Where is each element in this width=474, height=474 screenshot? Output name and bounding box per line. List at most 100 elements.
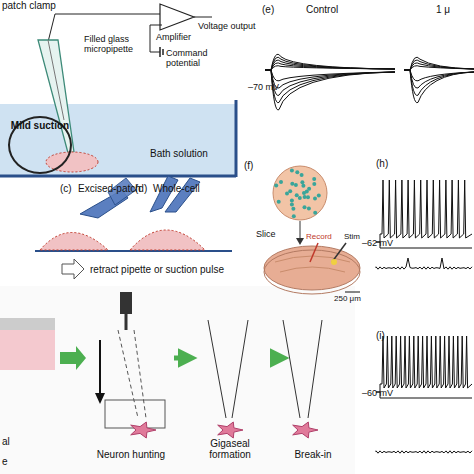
green-arrow — [60, 346, 86, 370]
zoom-circle: Mild suction — [8, 116, 72, 174]
cell-dot — [303, 195, 307, 199]
stage-label: Gigaseal formation — [190, 438, 270, 460]
wire — [194, 17, 212, 18]
zoom-box — [105, 400, 165, 428]
battery-symbol — [162, 49, 164, 55]
figure-label: (i) — [376, 330, 396, 341]
current-trace — [265, 70, 395, 110]
cell — [130, 230, 205, 250]
cell-dot — [300, 173, 304, 177]
figure-label: e — [2, 456, 32, 467]
hollow-arrow — [62, 259, 84, 279]
figure-label: (e) — [262, 4, 282, 15]
current-trace — [404, 57, 474, 70]
stage-label: Neuron hunting — [97, 449, 165, 460]
neuron-symbol — [218, 422, 243, 438]
cell-dots — [274, 168, 321, 218]
cell-dot — [295, 170, 299, 174]
figure-label: Control — [306, 4, 356, 15]
dish — [0, 318, 55, 330]
direction-arrow — [99, 340, 101, 395]
dish-floor — [0, 175, 236, 178]
cell-dot — [307, 187, 311, 191]
process-stage: Break-in — [282, 290, 344, 460]
cell-dot — [290, 182, 294, 186]
neuron-group — [131, 422, 318, 438]
cell-dot — [290, 202, 294, 206]
figure-label: –62 mV — [362, 238, 407, 248]
manipulator — [120, 292, 132, 314]
dish — [0, 330, 55, 370]
figure-label: Whole-cell — [153, 183, 223, 194]
voltage-traces — [265, 54, 474, 453]
wire — [48, 14, 70, 42]
figure-label: al — [2, 436, 32, 447]
figure-label: (h) — [376, 158, 396, 169]
arrow — [296, 238, 304, 245]
amplifier-symbol — [160, 4, 194, 30]
cell-dot — [294, 183, 298, 187]
battery-symbol — [159, 47, 161, 57]
current-trace — [265, 70, 395, 95]
figure-label: Voltage output — [198, 21, 258, 31]
cell-dot — [298, 196, 302, 200]
cell-dot — [306, 195, 310, 199]
micropipette — [208, 320, 226, 418]
bath — [0, 104, 236, 176]
noise-trace — [376, 451, 472, 453]
figure-label: Filled glass micropipette — [84, 34, 146, 54]
figure-label: (d) — [135, 183, 155, 194]
figure-label: Slice — [256, 229, 291, 239]
direction-arrow — [95, 393, 105, 404]
cell-dot — [313, 197, 317, 201]
panel-background — [0, 286, 355, 474]
figure-label: Bath solution — [150, 148, 230, 159]
figure-label: 250 μm — [334, 294, 379, 303]
micropipette — [308, 320, 322, 418]
current-trace — [404, 70, 474, 95]
cell-dot — [307, 207, 311, 211]
wire — [70, 14, 160, 15]
cell — [46, 152, 98, 172]
cell-dot — [290, 198, 294, 202]
cell-dot — [290, 168, 294, 172]
cell-dot — [277, 200, 281, 204]
noise-trace — [376, 258, 472, 269]
process-stage: Gigaseal formation — [190, 290, 270, 460]
electrode-wire — [48, 40, 64, 120]
cell-dot — [292, 214, 296, 218]
slice-layers — [275, 256, 350, 272]
dish-wall — [235, 100, 238, 177]
figure-label: patch clamp — [2, 0, 82, 11]
cell-dot — [279, 180, 283, 184]
figure-label: –60 mV — [362, 388, 407, 398]
stage-label: Break-in — [294, 449, 331, 460]
process-stage: Neuron hunting — [88, 290, 174, 460]
arrow — [300, 221, 301, 240]
brain-slice — [264, 246, 360, 290]
cell-dot — [312, 182, 316, 186]
green-arrow — [174, 356, 190, 361]
figure-label: (f) — [244, 160, 264, 171]
stim-site — [331, 259, 337, 265]
cell-dot — [291, 207, 295, 211]
scale-bar — [345, 292, 360, 293]
figure-label: (c) — [60, 183, 80, 194]
record-electrode — [310, 243, 318, 262]
spike-trace — [376, 336, 472, 392]
manipulator — [125, 314, 128, 330]
cell-dot — [312, 177, 316, 181]
pipette-path — [118, 330, 138, 418]
cell-dot — [317, 194, 321, 198]
cell-dot — [303, 205, 307, 209]
cell — [40, 233, 108, 251]
current-trace — [265, 54, 395, 70]
cell-dot — [295, 193, 299, 197]
current-trace — [404, 70, 474, 103]
micropipette — [283, 320, 300, 418]
cell-dot — [285, 192, 289, 196]
cell-dot — [313, 211, 317, 215]
